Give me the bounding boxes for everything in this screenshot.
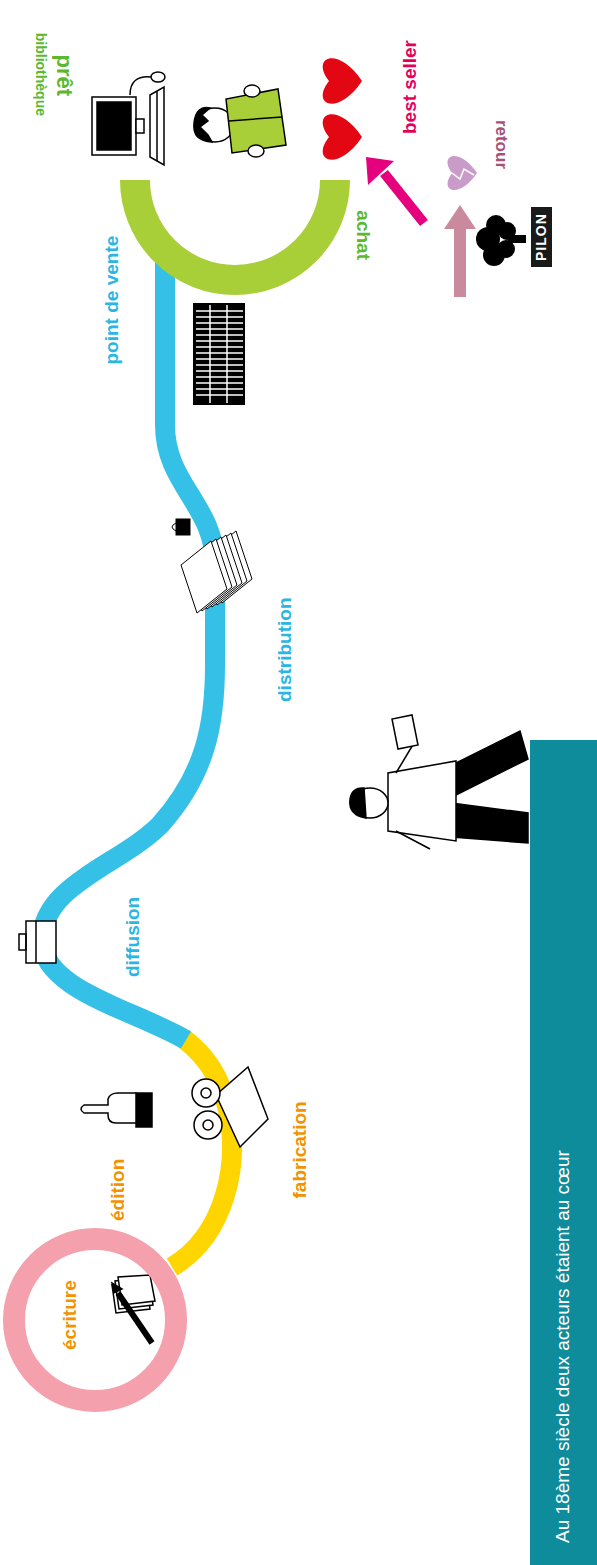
press-icon-part (194, 1111, 222, 1139)
shelf-icon-part-part (196, 334, 243, 336)
press-icon-part (201, 1088, 211, 1098)
shelf-icon-part-part (196, 394, 243, 396)
paper-stack-icon (172, 519, 252, 613)
shelf-icon-part-part (196, 346, 243, 348)
shelf-icon-part-part (196, 316, 243, 318)
shelf-icon-part (193, 303, 245, 405)
reader-figure-part (244, 85, 260, 97)
arrow-up-part (384, 173, 424, 223)
shelf-icon-part-part (196, 358, 243, 360)
pencil-icon-part (118, 1293, 152, 1343)
shelf-icon-part-part (196, 352, 243, 354)
reader-figure (194, 85, 286, 157)
man-figure-part (452, 803, 528, 843)
press-icon-part (192, 1079, 220, 1107)
shelf-icon-part-part (196, 382, 243, 384)
caption-band: Au 18ème siècle deux acteurs étaient au … (530, 740, 597, 1565)
broken-heart-icon-part (452, 169, 474, 179)
shelf-icon-part-part (196, 370, 243, 372)
hand-icon (81, 1093, 152, 1127)
computer-icon-part (92, 97, 136, 155)
briefcase-icon-part (26, 921, 56, 963)
computer-icon-part (151, 72, 165, 82)
text-label: distribution (275, 598, 296, 702)
arrow-up-part (366, 157, 394, 185)
broken-heart-icon (448, 156, 477, 190)
text-label: fabrication (290, 1101, 311, 1198)
circle-outline (3, 1228, 187, 1412)
broken-heart-icon-part (448, 156, 477, 190)
node-text: Au 18ème siècle deux acteurs étaient au … (553, 740, 574, 1543)
heart-icon-part (323, 114, 362, 159)
press-icon (192, 1067, 268, 1147)
shelf-icon-part-part (196, 340, 243, 342)
chain-band-part (135, 180, 335, 280)
pilon-box: PILON (531, 207, 552, 267)
man-figure-part (452, 731, 528, 797)
chain-band-part (42, 245, 215, 1040)
shelf-icon-part-part (196, 310, 243, 312)
shelf-icon-part-part (196, 376, 243, 378)
briefcase-icon-part (35, 921, 37, 963)
shelf-icon-part (196, 305, 243, 403)
smoke-icon-part (508, 235, 526, 243)
hand-icon-part (81, 1093, 136, 1123)
text-label: bibliothèque (33, 33, 48, 116)
computer-icon (92, 72, 165, 165)
paper-stack-icon-part (181, 541, 227, 613)
shelf-icon-part-part (196, 322, 243, 324)
computer-icon-part (150, 87, 164, 165)
shelf-icon-part-part (196, 364, 243, 366)
press-icon-part (203, 1120, 213, 1130)
reader-figure-part (248, 145, 264, 157)
text-label: diffusion (123, 897, 144, 977)
arrow-up (366, 157, 424, 223)
man-figure (350, 715, 528, 849)
computer-icon-part (136, 119, 144, 133)
arrow-return-part (444, 205, 476, 229)
text-label: retour (491, 120, 510, 169)
heart-icon-part (323, 58, 362, 103)
computer-icon-part (156, 91, 158, 161)
arrow-return (444, 205, 476, 297)
text-label: best seller (400, 40, 421, 134)
node-text: PILON (534, 213, 549, 261)
heart-icon (323, 58, 362, 159)
briefcase-icon-part (19, 934, 26, 950)
reader-figure-part (229, 117, 282, 121)
arrow-return-part (454, 225, 466, 297)
text-label: prêt (52, 54, 76, 96)
shelf-icon (193, 303, 245, 405)
pencil-icon-part (112, 1283, 122, 1293)
computer-icon-part (97, 102, 131, 150)
paper-stack-icon-part (176, 519, 190, 535)
computer-icon-part (130, 77, 151, 95)
node-text: écriture (60, 1280, 81, 1350)
shelf-icon-part-part (196, 388, 243, 390)
briefcase-icon (19, 921, 56, 963)
pencil-icon (112, 1275, 155, 1343)
circle-ring (14, 1239, 176, 1401)
man-figure-part (392, 715, 418, 749)
press-icon-part (216, 1067, 268, 1147)
man-figure-part (388, 761, 456, 841)
reader-figure-part (194, 108, 212, 142)
chain-band-part (172, 1038, 232, 1267)
writing-circle: écriture (3, 1228, 187, 1412)
hand-icon-part (136, 1093, 152, 1127)
man-figure-part (350, 788, 366, 818)
text-label: achat (352, 210, 373, 260)
paper-stack-icon-part (172, 523, 176, 531)
text-label: édition (108, 1159, 129, 1221)
man-figure-part (396, 831, 430, 849)
smoke-icon (476, 215, 526, 266)
reader-figure-part (226, 89, 286, 153)
chain-band (42, 180, 335, 1267)
shelf-icon-part-part (196, 328, 243, 330)
text-label: point de vente (102, 236, 123, 365)
